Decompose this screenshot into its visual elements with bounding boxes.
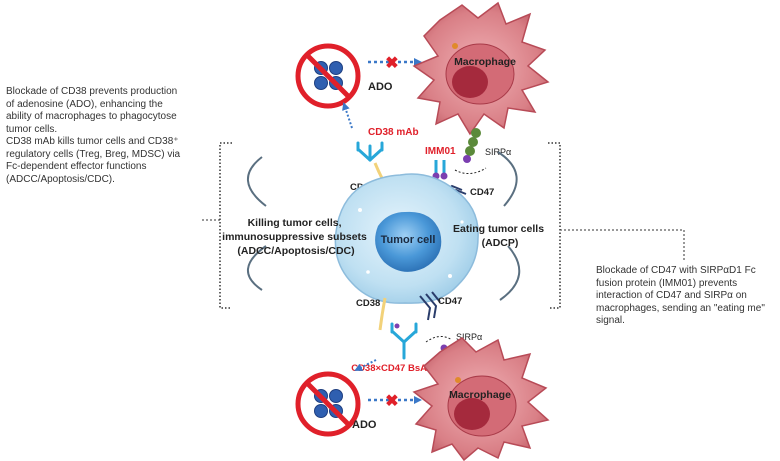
left-note: Blockade of CD38 prevents production of … [6,86,216,186]
x-block-icon-top: ✖ [385,55,398,72]
sirpa-bottom-label: SIRPα [456,332,482,342]
binding-arc-bottom [425,336,453,343]
left-note-line: (ADCC/Apoptosis/CDC). [6,173,115,185]
right-note-line: Blockade of CD47 with SIRPαD1 Fc [596,265,756,276]
blocked-arrow-bottom: ✖ [368,393,422,410]
curved-arrow-icon-right [497,151,521,301]
left-note-line: Blockade of CD38 prevents production [6,86,178,97]
right-note-line: fusion protein (IMM01) prevents [596,277,738,289]
macrophage-top-label: Macrophage [454,56,516,68]
eating-label: Eating tumor cells (ADCP) [453,223,547,249]
left-note-line: regulatory cells (Treg, Breg, MDSC) via [6,148,181,160]
cd38-mab-label: CD38 mAb [368,127,419,138]
arrow-cd38-to-ado-top [342,102,353,129]
no-adenosine-icon-bottom [295,371,361,437]
imm01-label: IMM01 [425,146,456,157]
antibody-icon-bsab [390,322,418,360]
connector-right [560,229,685,262]
ado-top-label: ADO [368,81,393,93]
macrophage-icon-top [412,1,550,136]
bsab-label: CD38×CD47 BsAb [351,363,433,374]
tumor-cell-label: Tumor cell [381,234,436,246]
left-note-line: Fc-dependent effector functions [6,161,147,172]
tumor-cell-icon [334,173,479,304]
macrophage-icon-bottom [412,337,550,461]
right-note-line: signal. [596,315,625,326]
cd38-receptor-lower [378,297,387,331]
cd47-receptor-lower [419,291,441,321]
ado-bottom-label: ADO [352,419,377,431]
left-note-line: ability of macrophages to phagocytose [6,111,177,122]
blocked-arrow-top: ✖ [368,55,422,72]
right-note-line: macrophages, sending an "eating me" [596,302,765,314]
bracket-right [548,142,561,309]
antibody-icon-cd38-mab [356,141,384,162]
no-adenosine-icon-top [295,43,361,109]
right-note-line: interaction of CD47 and SIRPα on [596,290,747,301]
cd47-lower-label: CD47 [438,296,462,307]
fusion-protein-icon-imm01 [432,160,448,180]
bsab-binding-dot [394,323,400,329]
binding-arc-top [454,167,487,174]
cd38-lower-label: CD38 [356,298,380,309]
curved-arrow-icon-left [246,156,267,291]
left-note-line: tumor cells. [6,123,58,135]
macrophage-bottom-label: Macrophage [449,389,511,401]
right-note: Blockade of CD47 with SIRPαD1 Fc fusion … [596,265,776,328]
killing-label: Killing tumor cells, immunosuppressive s… [222,217,370,257]
bracket-left [219,142,232,309]
left-note-line: of adenosine (ADO), enhancing the [6,98,163,110]
x-block-icon-bottom: ✖ [385,393,398,410]
sirpa-icon-top [463,128,481,163]
left-note-line: CD38 mAb kills tumor cells and CD38⁺ [6,136,179,147]
cd47-upper-label: CD47 [470,187,494,198]
